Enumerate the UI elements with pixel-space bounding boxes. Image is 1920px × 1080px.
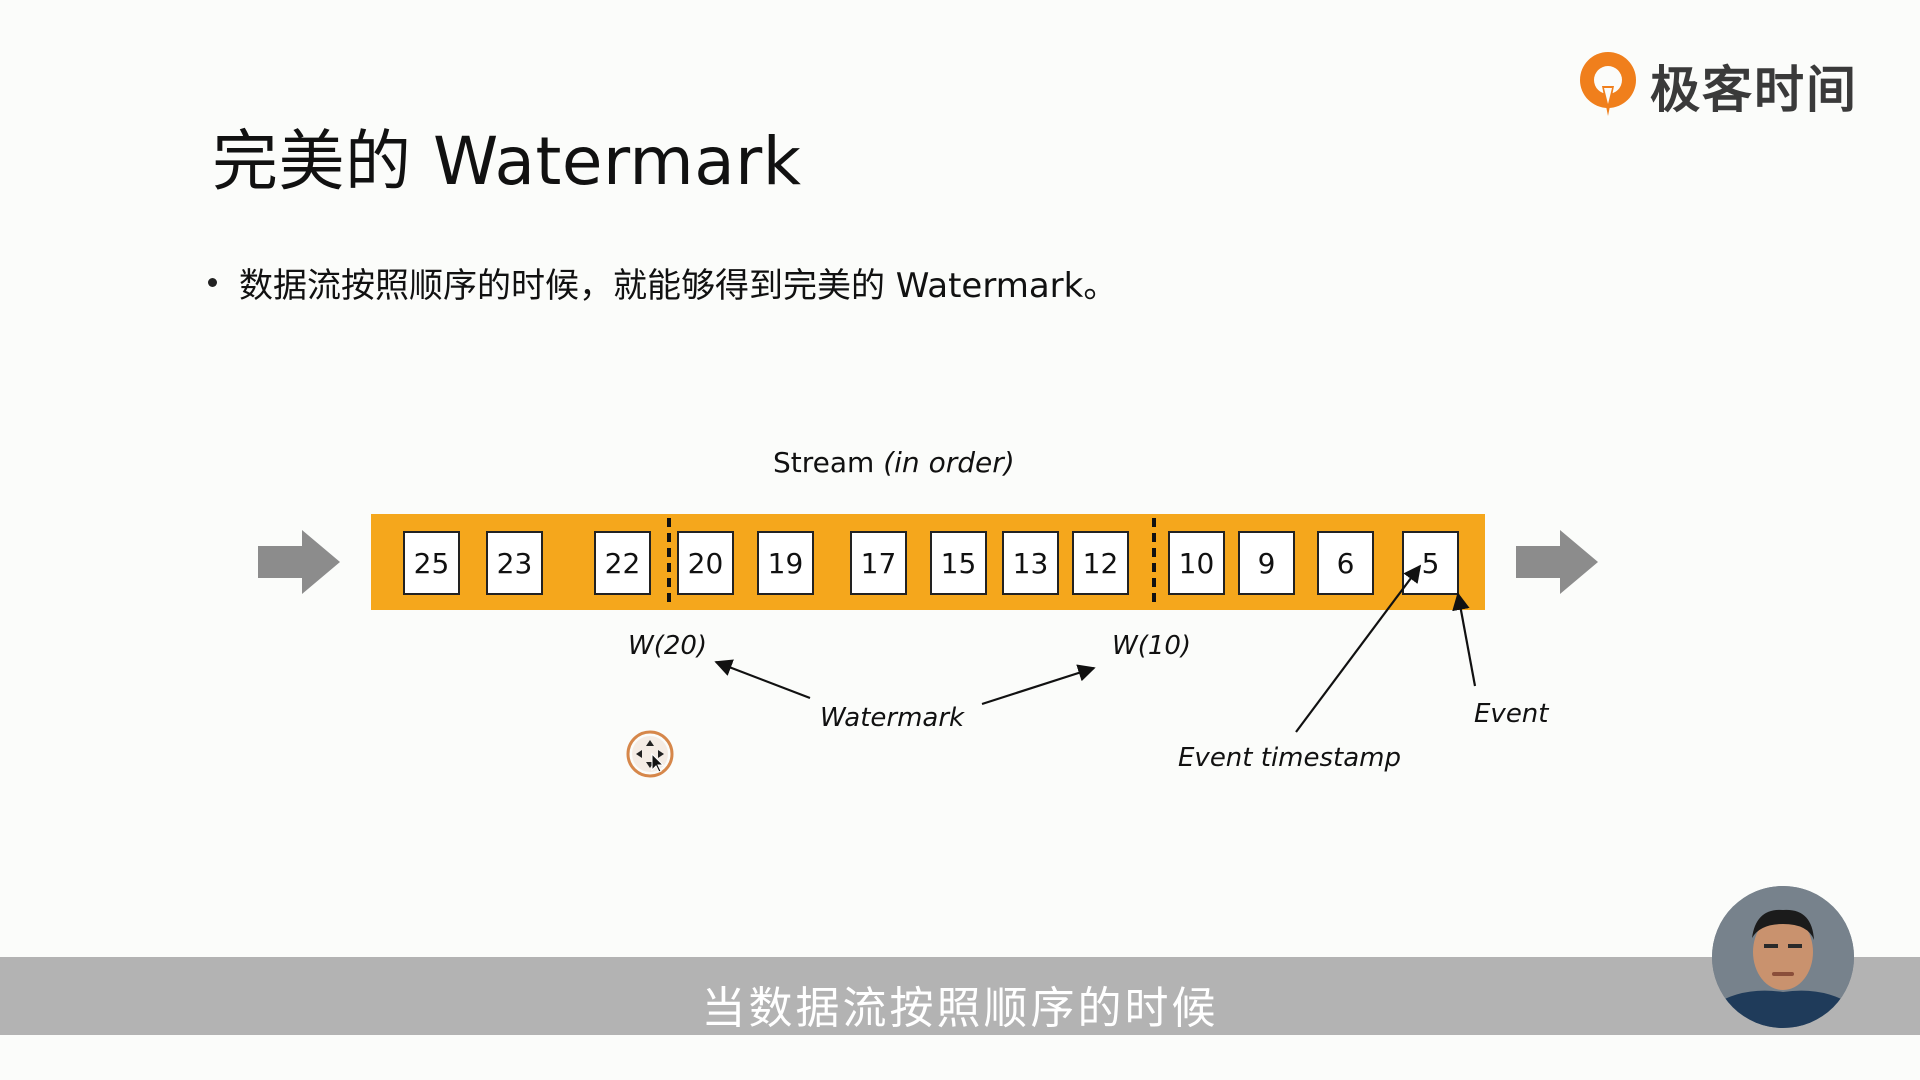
- event-box: [486, 531, 543, 595]
- brand-logo: 极客时间: [1578, 50, 1858, 122]
- subtitle-bar: [0, 957, 1920, 1035]
- event-timestamp-arrow: [1295, 564, 1422, 733]
- event-box-label: 17: [861, 547, 897, 580]
- annotation-event: Event: [1474, 699, 1549, 729]
- event-box-label: 19: [768, 547, 804, 580]
- move-cursor-icon: [626, 730, 674, 778]
- event-box: [1072, 531, 1129, 595]
- event-box: [403, 531, 460, 595]
- presenter-avatar-icon: [1712, 886, 1854, 1028]
- watermark-arrow-left: [714, 659, 811, 700]
- event-box-label: 9: [1258, 547, 1276, 580]
- event-box: [930, 531, 987, 595]
- event-box-label: 13: [1013, 547, 1049, 580]
- event-box: [1002, 531, 1059, 595]
- bullet-item: 数据流按照顺序的时候，就能够得到完美的 Watermark。: [208, 258, 1117, 307]
- event-box-label: 25: [414, 547, 450, 580]
- watermark-label-w10: W(10): [1112, 631, 1191, 661]
- logo-text: 极客时间: [1650, 61, 1858, 119]
- stream-label-text: Stream: [773, 446, 875, 479]
- event-box: [850, 531, 907, 595]
- annotation-watermark: Watermark: [820, 703, 965, 733]
- slide-title: 完美的 Watermark: [212, 123, 802, 200]
- event-arrow: [1452, 592, 1477, 687]
- event-box-label: 22: [605, 547, 641, 580]
- event-box: [1238, 531, 1295, 595]
- subtitle-text: 当数据流按照顺序的时候: [701, 983, 1219, 1034]
- event-box-label: 15: [941, 547, 977, 580]
- watermark-label-w20: W(20): [628, 631, 707, 661]
- event-box-label: 12: [1083, 547, 1119, 580]
- bullet-dot-icon: [208, 278, 217, 287]
- watermark-arrow-right: [981, 664, 1096, 706]
- bullet-text: 数据流按照顺序的时候，就能够得到完美的 Watermark。: [239, 266, 1118, 306]
- event-box-label: 6: [1337, 547, 1355, 580]
- annotation-event-timestamp: Event timestamp: [1178, 743, 1401, 773]
- right-flow-arrow-icon: [1516, 530, 1598, 594]
- event-box: [1168, 531, 1225, 595]
- left-flow-arrow-icon: [258, 530, 340, 594]
- event-box-label: 20: [688, 547, 724, 580]
- stream-label-qualifier: (in order): [883, 446, 1015, 479]
- event-box: [757, 531, 814, 595]
- event-box-label: 10: [1179, 547, 1215, 580]
- event-box: [677, 531, 734, 595]
- event-box: [594, 531, 651, 595]
- event-box: [1317, 531, 1374, 595]
- stream-bar: [371, 514, 1485, 610]
- stream-label: Stream (in order): [773, 446, 1015, 479]
- event-box-label: 23: [497, 547, 533, 580]
- geektime-logo-icon: [1580, 52, 1636, 116]
- event-box-label: 5: [1422, 547, 1440, 580]
